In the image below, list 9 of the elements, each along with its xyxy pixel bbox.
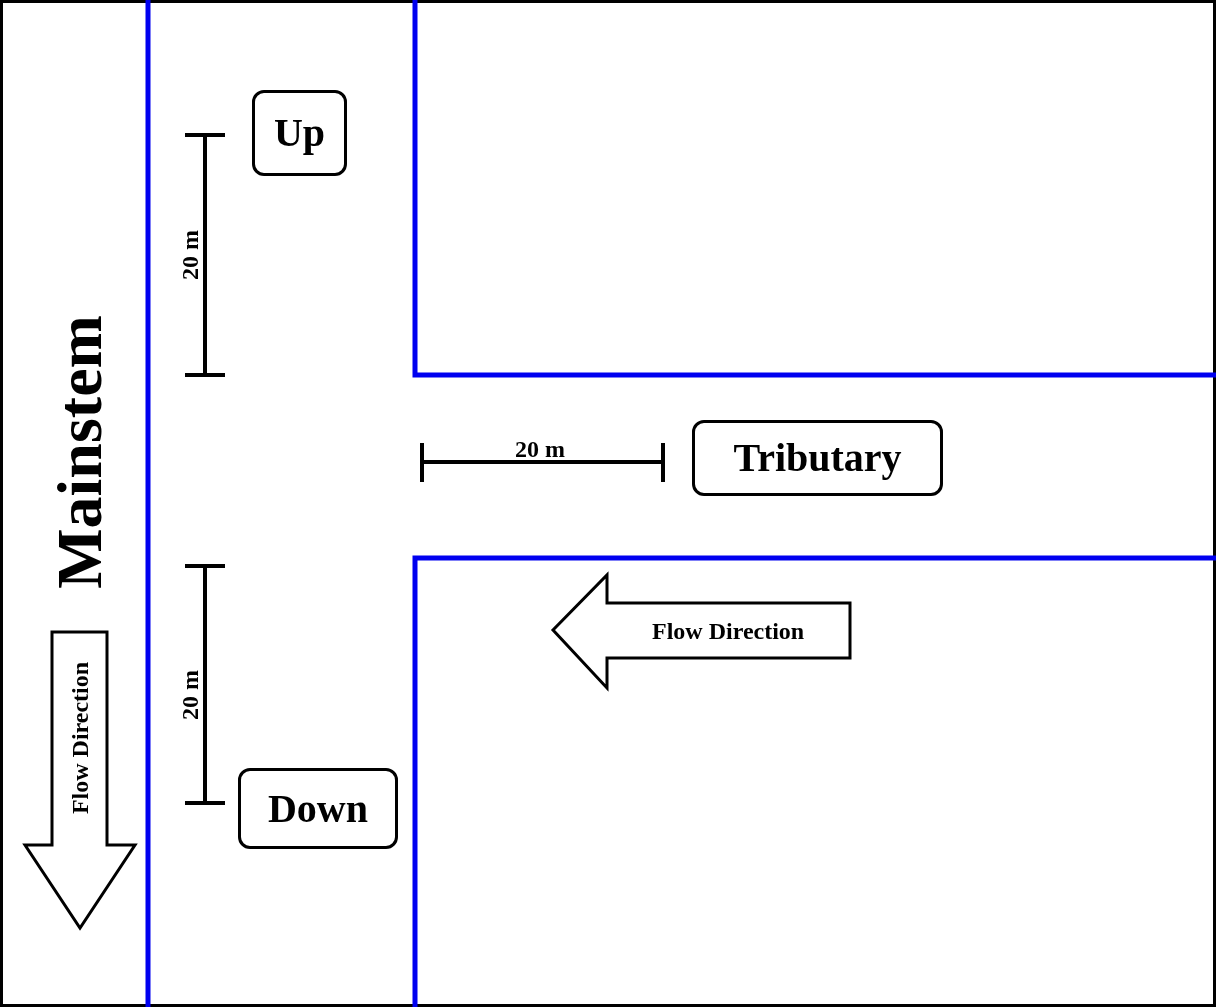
site-label-box: Up [252, 90, 347, 176]
flow-direction-label: Flow Direction [652, 619, 805, 643]
site-label-box: Down [238, 768, 398, 849]
site-label-box: Tributary [692, 420, 943, 496]
dimension-label: 20 m [515, 437, 565, 461]
dimension-label: 20 m [178, 230, 202, 280]
dimension-label: 20 m [178, 670, 202, 720]
stream-name-label: Mainstem [47, 315, 112, 589]
flow-direction-label: Flow Direction [68, 661, 93, 815]
